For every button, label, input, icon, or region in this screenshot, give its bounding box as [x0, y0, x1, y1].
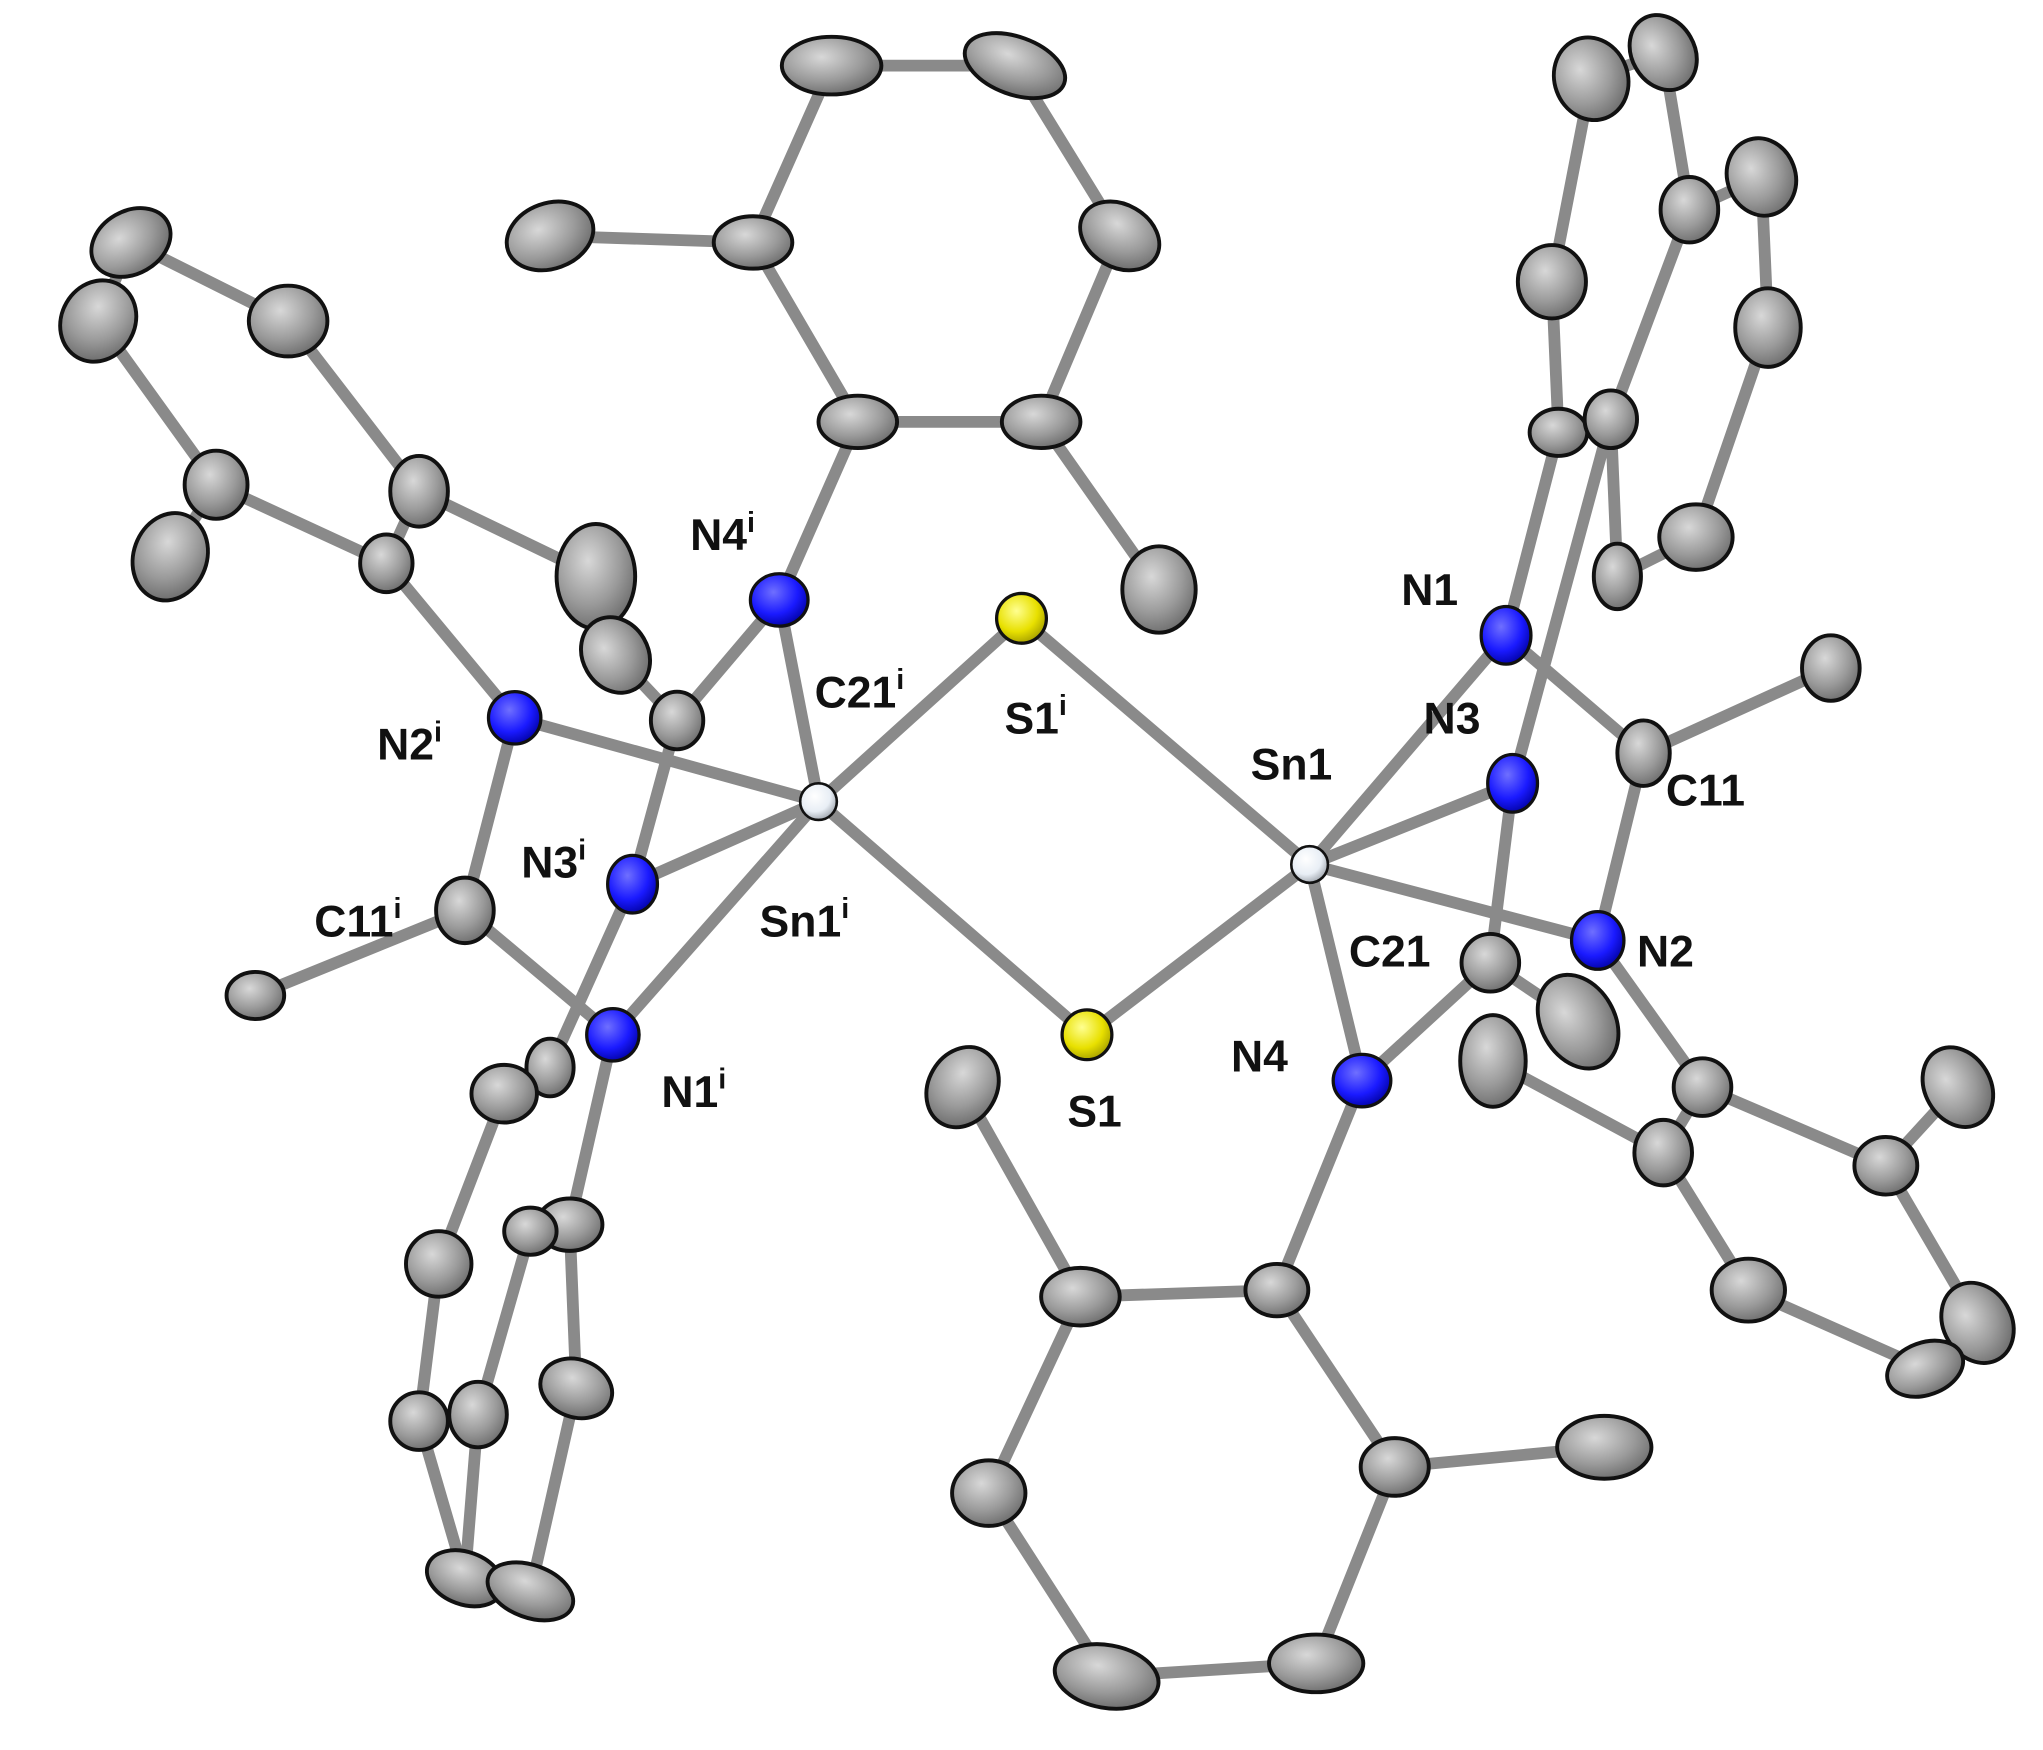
- label-N4i: N4i: [690, 507, 755, 560]
- bonds: [92, 46, 1984, 1683]
- atoms: [58, 13, 2016, 1711]
- tin-atom-Sn1i: [798, 782, 839, 822]
- label-N3: N3: [1424, 695, 1481, 744]
- label-N2i: N2i: [377, 716, 442, 769]
- label-N1: N1: [1401, 566, 1458, 615]
- sulfur-atom-S1i: [994, 591, 1049, 645]
- sulfur-atom-S1: [1060, 1008, 1114, 1062]
- label-C11i: C11i: [314, 893, 401, 946]
- atom-labels: N4i C21i S1i Sn1 N1 N3 C11 N2i N3i C11i …: [314, 507, 1745, 1137]
- label-Sn1: Sn1: [1251, 740, 1333, 789]
- label-N1i: N1i: [661, 1063, 726, 1116]
- label-Sn1i: Sn1i: [760, 893, 850, 946]
- label-S1: S1: [1067, 1087, 1121, 1136]
- label-N4: N4: [1231, 1032, 1288, 1081]
- label-N2: N2: [1637, 928, 1694, 977]
- label-C11: C11: [1666, 767, 1745, 816]
- label-C21: C21: [1349, 928, 1431, 977]
- carbon-atoms: [58, 13, 2016, 1711]
- label-C21i: C21i: [815, 664, 905, 717]
- label-N3i: N3i: [521, 834, 586, 887]
- tin-atom-Sn1: [1289, 844, 1330, 885]
- label-S1i: S1i: [1004, 690, 1066, 743]
- nitrogen-atoms: [486, 572, 1626, 1109]
